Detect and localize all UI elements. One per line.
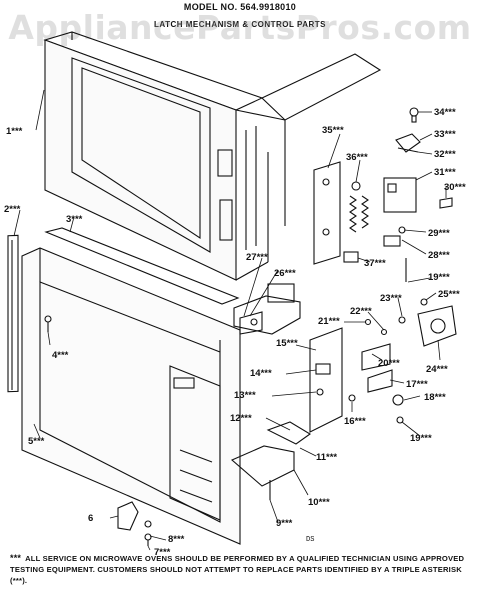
part-label-5: 5*** [28, 436, 45, 447]
part-label-33: 33*** [434, 129, 456, 140]
part-label-4: 4*** [52, 350, 69, 361]
part-label-1: 1*** [6, 126, 23, 137]
part-label-17: 17*** [406, 379, 428, 390]
part-label-13: 13*** [234, 390, 256, 401]
part-label-11: 11*** [316, 452, 337, 463]
door-frame-drawing [21, 247, 241, 545]
choke-strip-drawing [44, 227, 240, 305]
part-label-36: 36*** [346, 152, 368, 163]
part-label-2: 2*** [4, 204, 21, 215]
part-label-32: 32*** [434, 149, 456, 160]
oven-cabinet-drawing [43, 31, 382, 281]
part-label-15: 15*** [276, 338, 298, 349]
part-label-24: 24*** [426, 364, 448, 375]
part-label-26: 26*** [274, 268, 296, 279]
screw-4-drawing [44, 315, 52, 332]
model-number: MODEL NO. 564.9918010 [183, 2, 297, 12]
leader-lines [13, 89, 447, 551]
part-label-9: 9*** [276, 518, 293, 529]
part-label-37: 37*** [364, 258, 386, 269]
control-switch-group-drawing [383, 107, 453, 282]
part-label-6: 6 [88, 513, 93, 524]
part-label-29: 29*** [428, 228, 450, 239]
part-label-7: 7*** [154, 547, 171, 558]
seal-strip-drawing [7, 234, 19, 393]
control-bracket-drawing [309, 318, 404, 433]
latch-plate-drawing [230, 421, 312, 500]
part-label-3: 3*** [66, 214, 83, 225]
part-label-27: 27*** [246, 252, 268, 263]
part-label-34: 34*** [434, 107, 456, 118]
drawing-code: DS [306, 536, 315, 544]
part-label-8: 8*** [168, 534, 185, 545]
part-label-19-upper: 19*** [428, 272, 450, 283]
part-label-28: 28*** [428, 250, 450, 261]
timer-motor-drawing [398, 298, 457, 347]
part-label-12: 12*** [230, 413, 252, 424]
interlock-switch-assembly-drawing [233, 283, 301, 335]
diagram-subtitle: LATCH MECHANISM & CONTROL PARTS [154, 20, 326, 29]
part-label-25: 25*** [438, 289, 460, 300]
part-label-18: 18*** [424, 392, 446, 403]
part-label-22: 22*** [350, 306, 372, 317]
part-label-10: 10*** [308, 497, 330, 508]
part-label-20: 20*** [378, 358, 400, 369]
latch-handle-drawing [117, 501, 152, 546]
latch-mechanism-drawing [313, 161, 369, 265]
watermark: AppliancePartsPros.com [8, 8, 472, 47]
part-label-31: 31*** [434, 167, 456, 178]
part-label-16: 16*** [344, 416, 366, 427]
footnote-asterisk: *** [10, 553, 22, 563]
part-label-35: 35*** [322, 125, 344, 136]
part-label-14: 14*** [250, 368, 272, 379]
part-label-23: 23*** [380, 293, 402, 304]
part-label-30: 30*** [444, 182, 466, 193]
part-label-19-lower: 19*** [410, 433, 432, 444]
footnote-text: All service on microwave ovens should be… [10, 554, 465, 585]
part-label-21: 21*** [318, 316, 340, 327]
service-footnote: ***All service on microwave ovens should… [10, 553, 472, 586]
